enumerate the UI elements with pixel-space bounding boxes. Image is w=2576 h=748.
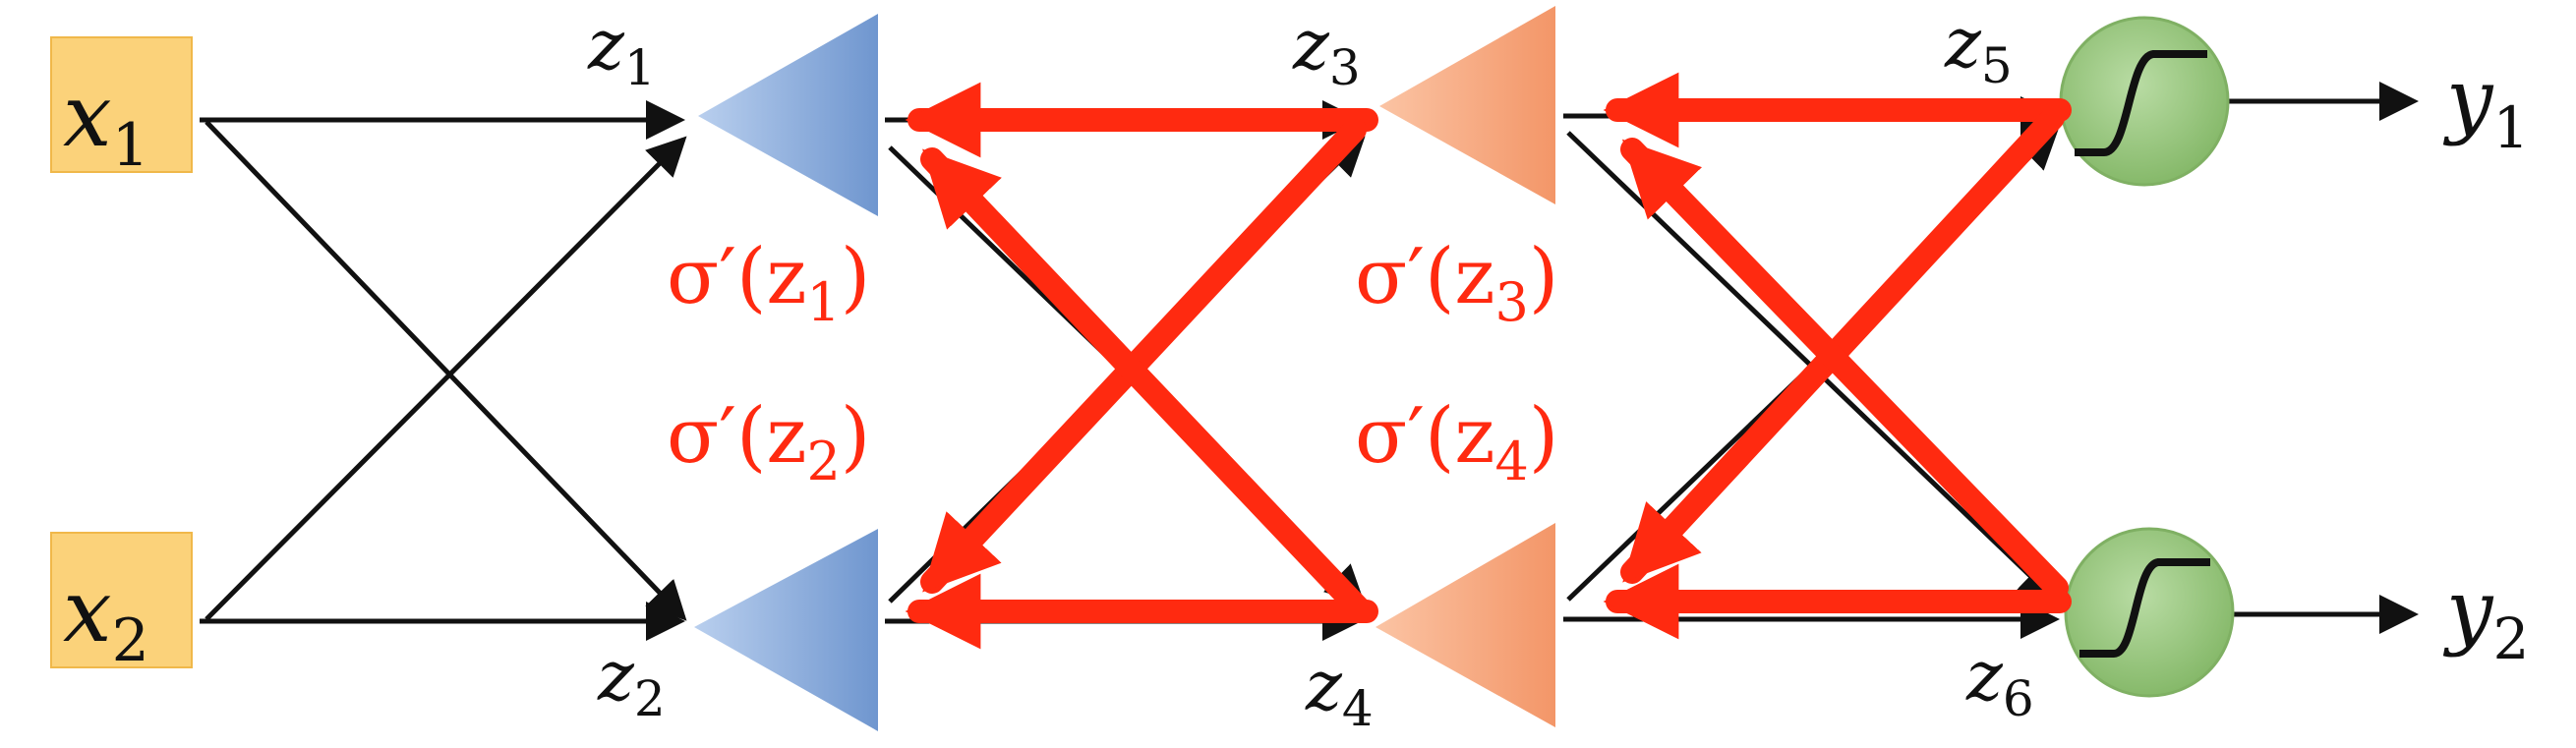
backprop-arrows: [905, 72, 2072, 650]
output-label-y1: y1: [2442, 51, 2529, 161]
derivative-label-z2: σ′(z2): [667, 392, 870, 492]
edge-x2-z1: [205, 136, 687, 621]
input-label-x2: x2: [63, 560, 149, 675]
backprop-z4-z1: [920, 147, 1374, 623]
neuron-z3-triangle: [1379, 6, 1555, 204]
backprop-z5-z4: [1620, 106, 2065, 584]
edge-x1-z2: [205, 120, 687, 621]
neuron-label-z2: z2: [597, 636, 666, 727]
neuron-z2-triangle: [694, 529, 878, 731]
sigmoid-circle-1: [2059, 16, 2230, 187]
neuron-label-z5: z5: [1944, 3, 2013, 94]
derivative-label-z1: σ′(z1): [667, 233, 870, 333]
sigmoid-circle-2: [2064, 527, 2235, 698]
neuron-z1-triangle: [698, 14, 878, 216]
neuron-label-z1: z1: [587, 5, 656, 96]
sigmoid-curve-icon: [2075, 50, 2207, 156]
neuron-label-z3: z3: [1292, 5, 1361, 96]
derivative-label-z3: σ′(z3): [1355, 233, 1558, 333]
neuron-z4-triangle: [1376, 523, 1555, 727]
neuron-label-z6: z6: [1965, 636, 2034, 727]
backprop-z6-z3: [1620, 138, 2069, 600]
backprop-z3-z2: [920, 118, 1367, 594]
output-unit-1: [2059, 16, 2230, 187]
derivative-label-z4: σ′(z4): [1355, 392, 1558, 492]
output-label-y2: y2: [2442, 562, 2529, 672]
input-box-x1: [50, 36, 193, 173]
sigmoid-curve-icon: [2079, 558, 2210, 658]
neuron-label-z4: z4: [1305, 646, 1374, 737]
output-unit-2: [2064, 527, 2235, 698]
input-label-x1: x1: [63, 65, 149, 180]
input-box-x2: [50, 532, 193, 668]
